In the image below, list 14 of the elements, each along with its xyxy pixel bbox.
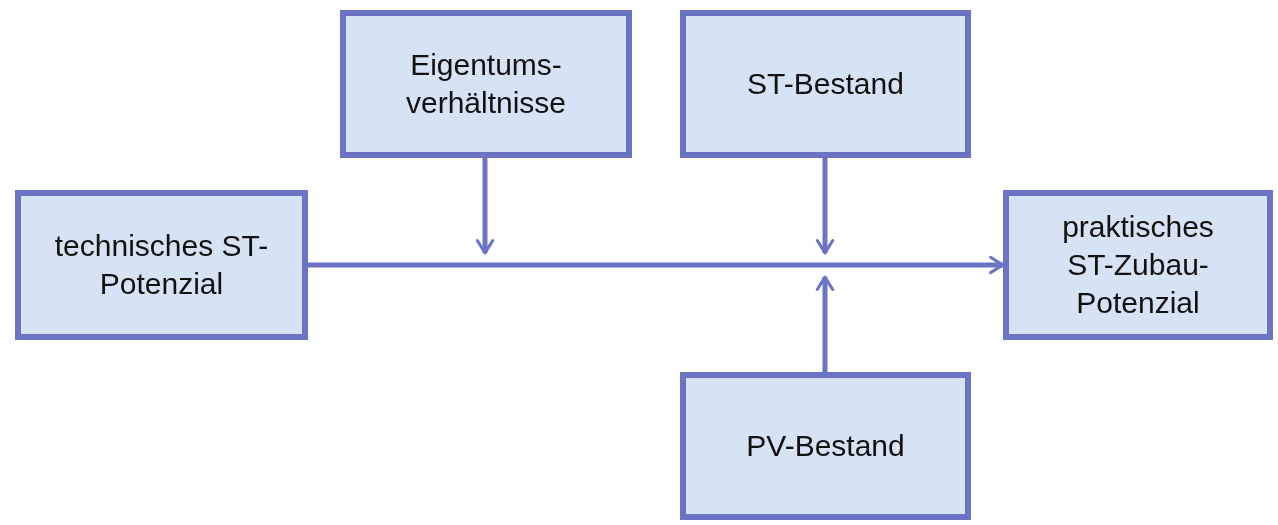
- node-label: technisches ST-Potenzial: [53, 228, 270, 302]
- process-box: [15, 190, 308, 340]
- arrow: [476, 158, 494, 254]
- process-box: [680, 372, 971, 520]
- arrow: [816, 158, 834, 254]
- process-box: [1003, 190, 1273, 340]
- process-box: [340, 10, 632, 158]
- process-box: [680, 10, 971, 158]
- arrow: [816, 276, 834, 372]
- arrow: [308, 256, 1004, 274]
- node-label: PV-Bestand: [745, 428, 906, 464]
- node-label: Eigentums- verhältnisse: [404, 47, 568, 121]
- node-label: praktisches ST-Zubau- Potenzial: [1061, 209, 1215, 321]
- node-label: ST-Bestand: [746, 66, 905, 102]
